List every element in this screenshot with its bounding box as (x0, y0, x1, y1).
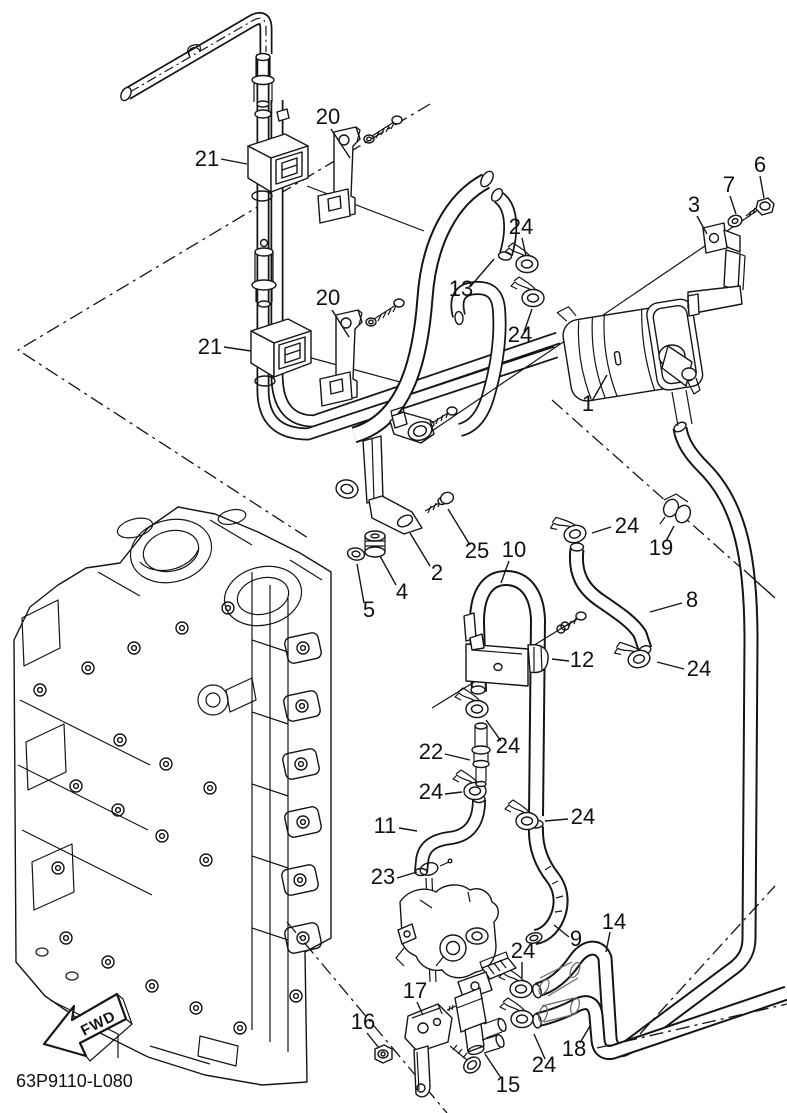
hose-clip-19 (659, 493, 692, 525)
tube-bracket-12 (463, 611, 587, 687)
control-valve-15-assembly (374, 951, 517, 1098)
phantom-lines-over (286, 569, 787, 1113)
part-label-leader (523, 308, 533, 333)
part-label-leader (330, 128, 351, 159)
part-label-leader (533, 1033, 546, 1060)
part-label-leader (521, 237, 527, 257)
part-label-24: 24 (571, 804, 595, 829)
phantom-lines (17, 103, 776, 599)
part-label-5: 5 (363, 597, 375, 622)
part-label-24: 24 (508, 322, 532, 347)
part-label-leader (223, 346, 252, 352)
part-label-20: 20 (316, 104, 340, 129)
part-label-16: 16 (351, 1009, 375, 1034)
part-label-leader (444, 753, 471, 761)
part-label-13: 13 (449, 276, 473, 301)
tube-fittings (251, 52, 290, 308)
part-label-19: 19 (649, 535, 673, 560)
fwd-direction-arrow: FWD (42, 992, 133, 1062)
part-label-leader (398, 827, 418, 832)
part-label-leader (544, 818, 569, 822)
part-label-24: 24 (511, 938, 535, 963)
part-label-21: 21 (198, 334, 222, 359)
part-label-4: 4 (396, 579, 408, 604)
part-label-leader (331, 309, 350, 338)
part-label-1: 1 (582, 391, 594, 416)
part-label-leader (416, 1001, 424, 1016)
part-label-leader (551, 658, 570, 662)
part-label-8: 8 (686, 587, 698, 612)
part-label-14: 14 (602, 909, 626, 934)
part-label-9: 9 (570, 926, 582, 951)
part-label-leader (665, 525, 675, 542)
part-label-leader (484, 1053, 502, 1079)
part-label-leader (366, 1032, 380, 1049)
part-label-leader (696, 215, 708, 235)
diagram-code: 63P9110-L080 (16, 1071, 133, 1091)
part-label-leader (649, 602, 683, 613)
part-label-leader (396, 871, 418, 879)
part-label-leader (579, 1025, 591, 1044)
part-label-12: 12 (570, 647, 594, 672)
part-label-24: 24 (532, 1052, 556, 1077)
throttle-body (395, 884, 499, 979)
part-label-21: 21 (195, 146, 219, 171)
part-label-7: 7 (723, 172, 735, 197)
part-label-18: 18 (562, 1036, 586, 1061)
part-label-25: 25 (465, 538, 489, 563)
part-label-leader (591, 374, 608, 402)
part-label-17: 17 (403, 978, 427, 1003)
part-label-leader (356, 563, 365, 604)
stay-bracket-2-assembly (335, 406, 458, 561)
diagram-artwork: FWD 63P9110-L080 21202120673241324125102… (13, 11, 787, 1113)
part-label-24: 24 (509, 214, 533, 239)
part-label-2: 2 (431, 560, 443, 585)
part-label-leader (220, 158, 248, 165)
part-label-leader (759, 175, 765, 199)
part-label-leader (485, 719, 502, 742)
pipe-inserts (538, 961, 581, 1023)
joint-22 (471, 722, 491, 788)
part-label-leader (444, 791, 463, 795)
canister-assembly (556, 197, 775, 427)
part-label-20: 20 (316, 285, 340, 310)
part-label-24: 24 (496, 733, 520, 758)
part-label-leader (605, 931, 611, 953)
part-label-leader (553, 924, 570, 938)
part-label-3: 3 (688, 192, 700, 217)
part-label-24: 24 (419, 779, 443, 804)
part-label-15: 15 (496, 1072, 520, 1097)
part-label-6: 6 (754, 152, 766, 177)
part-label-leader (447, 508, 471, 546)
part-label-leader (379, 555, 397, 586)
part-label-leader (469, 258, 495, 288)
part-label-11: 11 (374, 813, 397, 838)
part-label-leader (591, 526, 612, 534)
part-label-10: 10 (502, 537, 526, 562)
clip-23 (419, 858, 453, 876)
part-label-23: 23 (371, 864, 395, 889)
part-label-24: 24 (687, 656, 711, 681)
part-label-leader (729, 195, 737, 215)
part-label-leader (656, 661, 685, 670)
part-label-leader (409, 532, 431, 567)
engine-block (13, 506, 332, 1086)
part-label-24: 24 (615, 513, 639, 538)
part-label-leader (500, 560, 510, 584)
part-label-22: 22 (419, 739, 443, 764)
